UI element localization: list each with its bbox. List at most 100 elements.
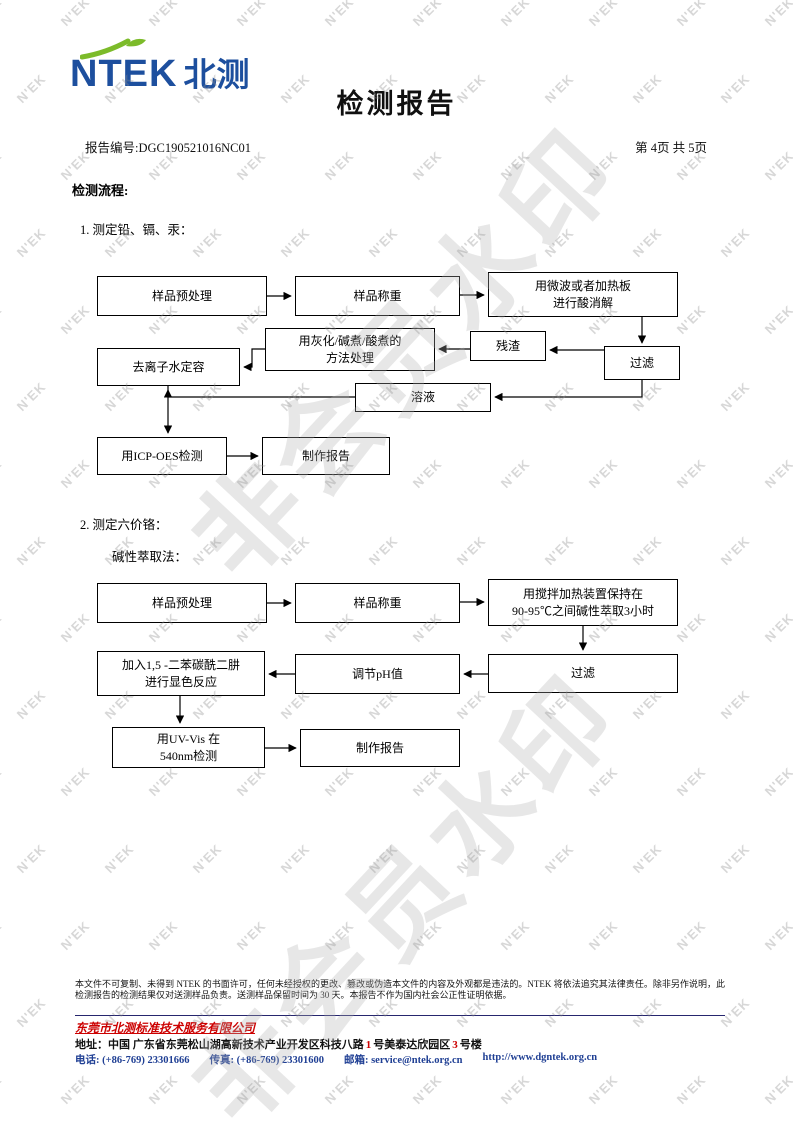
flow1-box-ashing: 用灰化/碱煮/酸煮的 方法处理 (265, 328, 435, 371)
ntek-logo: NTEK 北测 (70, 38, 249, 96)
flow1-box-pretreatment: 样品预处理 (97, 276, 267, 316)
watermark-tile: N'EK (585, 917, 621, 954)
flow1-box-filter: 过滤 (604, 346, 680, 380)
watermark-tile: N'EK (453, 840, 489, 877)
page-title: 检测报告 (336, 89, 457, 119)
watermark-tile: N'EK (409, 455, 445, 492)
watermark-tile: N'EK (321, 0, 357, 30)
watermark-tile: N'EK (57, 609, 93, 646)
watermark-tile: N'EK (497, 0, 533, 30)
watermark-tile: N'EK (189, 532, 225, 569)
watermark-tile: N'EK (277, 224, 313, 261)
watermark-tile: N'EK (761, 1071, 793, 1108)
watermark-tile: N'EK (497, 1071, 533, 1108)
address-part2: 号美泰达欣园区 (373, 1039, 451, 1051)
flow1-box-weighing: 样品称重 (295, 276, 460, 316)
logo-text-en: NTEK (70, 53, 178, 95)
watermark-tile: N'EK (57, 1071, 93, 1108)
section2-title: 2. 测定六价铬： (80, 518, 168, 532)
website-url: http://www.dgntek.org.cn (482, 1052, 598, 1063)
watermark-tile: N'EK (629, 224, 665, 261)
watermark-tile: N'EK (13, 840, 49, 877)
watermark-tile: N'EK (0, 301, 5, 338)
address-number-1: 1 (365, 1039, 372, 1051)
watermark-tile: N'EK (233, 0, 269, 30)
watermark-tile: N'EK (145, 0, 181, 30)
watermark-tile: N'EK (233, 917, 269, 954)
email-value: service@ntek.org.cn (371, 1055, 463, 1066)
watermark-tile: N'EK (629, 378, 665, 415)
watermark-tile: N'EK (761, 301, 793, 338)
address-part3: 号楼 (459, 1039, 482, 1051)
watermark-tile: N'EK (717, 378, 753, 415)
report-number-value: DGC190521016NC01 (138, 141, 251, 155)
flow2-box-pretreatment: 样品预处理 (97, 583, 267, 623)
watermark-tile: N'EK (585, 763, 621, 800)
footer-divider (75, 1015, 725, 1016)
watermark-tile: N'EK (673, 0, 709, 30)
email-label: 邮箱: (343, 1055, 369, 1066)
watermark-tile: N'EK (13, 224, 49, 261)
flow1-box-make-report: 制作报告 (262, 437, 390, 475)
watermark-tile: N'EK (409, 763, 445, 800)
page-indicator: 第 4页 共 5页 (635, 141, 707, 155)
watermark-tile: N'EK (0, 1071, 5, 1108)
watermark-tile: N'EK (541, 532, 577, 569)
flow2-box-extraction: 用搅拌加热装置保持在 90-95℃之间碱性萃取3小时 (488, 579, 678, 626)
flow2-box-uvvis-detection: 用UV-Vis 在 540nm检测 (112, 727, 265, 768)
watermark-tile: N'EK (761, 0, 793, 30)
report-number: 报告编号:DGC190521016NC01 (85, 137, 251, 156)
watermark-tile: N'EK (541, 378, 577, 415)
watermark-tile: N'EK (673, 763, 709, 800)
watermark-tile: N'EK (365, 532, 401, 569)
watermark-tile: N'EK (0, 147, 5, 184)
address-label: 地址： (75, 1039, 108, 1051)
phone-label: 电话: (75, 1055, 100, 1066)
watermark-tile: N'EK (0, 917, 5, 954)
watermark-tile: N'EK (629, 532, 665, 569)
watermark-tile: N'EK (0, 609, 5, 646)
watermark-tile: N'EK (761, 763, 793, 800)
watermark-tile: N'EK (101, 840, 137, 877)
flow2-box-weighing: 样品称重 (295, 583, 460, 623)
watermark-tile: N'EK (629, 840, 665, 877)
watermark-tile: N'EK (13, 686, 49, 723)
company-contacts: 电话: (+86-769) 23301666 传真: (+86-769) 233… (75, 1052, 735, 1067)
watermark-tile: N'EK (233, 1071, 269, 1108)
watermark-tile: N'EK (233, 763, 269, 800)
watermark-tile: N'EK (409, 917, 445, 954)
watermark-tile: N'EK (13, 378, 49, 415)
watermark-tile: N'EK (277, 378, 313, 415)
watermark-tile: N'EK (409, 1071, 445, 1108)
watermark-tile: N'EK (365, 224, 401, 261)
watermark-tile: N'EK (0, 763, 5, 800)
watermark-tile: N'EK (585, 0, 621, 30)
watermark-tile: N'EK (673, 1071, 709, 1108)
watermark-tile: N'EK (57, 763, 93, 800)
leaf-icon (80, 38, 146, 60)
watermark-tile: N'EK (145, 763, 181, 800)
watermark-tile: N'EK (365, 840, 401, 877)
flow1-box-residue: 残渣 (470, 331, 546, 361)
section1-title: 1. 测定铅、镉、汞： (80, 223, 193, 237)
watermark-tile: N'EK (57, 917, 93, 954)
watermark-tile: N'EK (0, 455, 5, 492)
watermark-tile: N'EK (57, 0, 93, 30)
flow2-box-filter: 过滤 (488, 654, 678, 693)
fax-value: (+86-769) 23301600 (236, 1055, 324, 1066)
watermark-tile: N'EK (673, 455, 709, 492)
phone-value: (+86-769) 23301666 (102, 1055, 190, 1066)
flow1-box-solution: 溶液 (355, 383, 491, 412)
watermark-tile: N'EK (57, 455, 93, 492)
watermark-tile: N'EK (673, 917, 709, 954)
phone: 电话: (+86-769) 23301666 (75, 1052, 189, 1067)
fax: 传真: (+86-769) 23301600 (209, 1052, 323, 1067)
watermark-tile: N'EK (717, 840, 753, 877)
watermark-tile: N'EK (673, 301, 709, 338)
watermark-tile: N'EK (145, 1071, 181, 1108)
flow1-box-dilution: 去离子水定容 (97, 348, 240, 386)
address-part1: 中国 广东省东莞松山湖高新技术产业开发区科技八路 (108, 1039, 364, 1051)
section2-method-label: 碱性萃取法： (112, 550, 188, 564)
watermark-tile: N'EK (57, 301, 93, 338)
